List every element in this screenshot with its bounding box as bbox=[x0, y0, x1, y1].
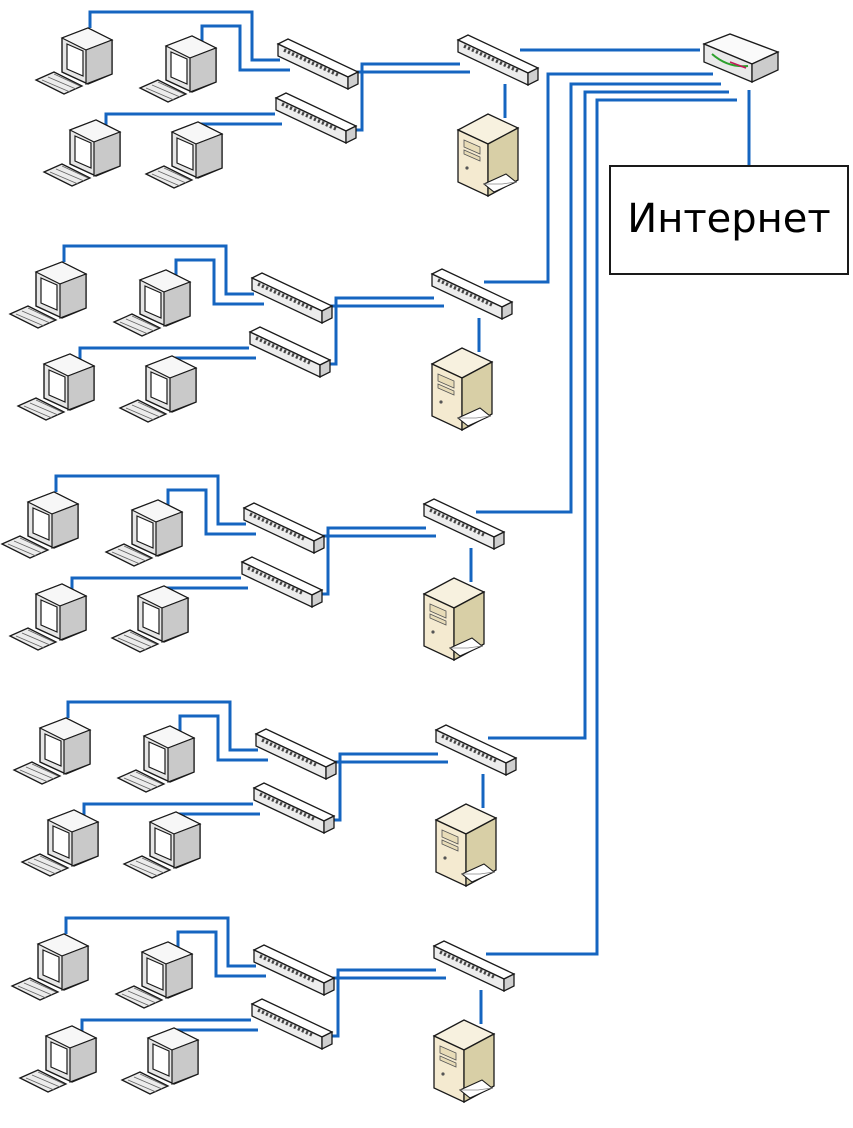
segment-4-computer-2 bbox=[117, 725, 195, 793]
segment-3-core-switch bbox=[422, 497, 506, 551]
segment-4-cable-trunk bbox=[488, 90, 729, 740]
segment-3-computer-3 bbox=[9, 583, 87, 651]
segment-5-access-switch-2 bbox=[250, 997, 334, 1051]
segment-3-cable-pc1 bbox=[54, 474, 246, 526]
segment-4-access-switch-1 bbox=[254, 727, 338, 781]
segment-2-cable-pc1 bbox=[62, 244, 254, 296]
segment-3-cable-sw2-core bbox=[316, 526, 426, 596]
segment-3-access-switch-2 bbox=[240, 555, 324, 609]
segment-3-cable-pc2 bbox=[166, 488, 256, 536]
segment-3-cable-trunk bbox=[476, 82, 721, 514]
segment-4-computer-3 bbox=[21, 809, 99, 877]
router-icon bbox=[703, 33, 779, 83]
segment-1-core-switch bbox=[456, 33, 540, 87]
segment-5-cable-sw2-core bbox=[326, 968, 436, 1038]
segment-2-access-switch-1 bbox=[250, 271, 334, 325]
segment-2-cable-pc2 bbox=[174, 258, 264, 306]
segment-2-computer-1 bbox=[9, 261, 87, 329]
internet-label: Интернет bbox=[627, 196, 830, 242]
segment-1-computer-4 bbox=[145, 121, 223, 189]
segment-5-cable-trunk bbox=[486, 98, 737, 956]
segment-1-computer-2 bbox=[139, 35, 217, 103]
segment-5-server bbox=[433, 1019, 495, 1103]
segment-4-cable-sw2-core bbox=[328, 752, 438, 822]
segment-2-computer-2 bbox=[113, 269, 191, 337]
segment-5-computer-2 bbox=[115, 941, 193, 1009]
segment-5-access-switch-1 bbox=[252, 943, 336, 997]
segment-5-computer-4 bbox=[121, 1027, 199, 1095]
segment-3-computer-1 bbox=[1, 491, 79, 559]
segment-5-core-switch bbox=[432, 939, 516, 993]
segment-5-cable-pc2 bbox=[176, 930, 266, 978]
segment-2-server bbox=[431, 347, 493, 431]
segment-4-core-switch bbox=[434, 723, 518, 777]
segment-2-computer-4 bbox=[119, 355, 197, 423]
segment-1-access-switch-2 bbox=[274, 91, 358, 145]
segment-4-cable-pc2 bbox=[178, 714, 268, 762]
segment-1-cable-pc1 bbox=[88, 10, 280, 62]
segment-2-cable-trunk bbox=[484, 72, 713, 284]
internet-box bbox=[609, 165, 849, 275]
segment-2-access-switch-2 bbox=[248, 325, 332, 379]
segment-1-cable-sw2-core bbox=[350, 62, 460, 132]
segment-3-server bbox=[423, 577, 485, 661]
segment-4-access-switch-2 bbox=[252, 781, 336, 835]
segment-4-server bbox=[435, 803, 497, 887]
segment-1-computer-1 bbox=[35, 27, 113, 95]
segment-1-access-switch-1 bbox=[276, 37, 360, 91]
segment-3-access-switch-1 bbox=[242, 501, 326, 555]
segment-5-computer-1 bbox=[11, 933, 89, 1001]
segment-4-cable-pc1 bbox=[66, 700, 258, 752]
segment-2-core-switch bbox=[430, 267, 514, 321]
segment-5-cable-pc1 bbox=[64, 916, 256, 968]
segment-5-computer-3 bbox=[19, 1025, 97, 1093]
segment-1-computer-3 bbox=[43, 119, 121, 187]
segment-1-server bbox=[457, 113, 519, 197]
segment-4-computer-4 bbox=[123, 811, 201, 879]
segment-4-computer-1 bbox=[13, 717, 91, 785]
segment-2-cable-sw2-core bbox=[324, 296, 434, 366]
segment-3-computer-2 bbox=[105, 499, 183, 567]
segment-2-computer-3 bbox=[17, 353, 95, 421]
segment-1-cable-pc2 bbox=[200, 24, 290, 72]
segment-3-computer-4 bbox=[111, 585, 189, 653]
